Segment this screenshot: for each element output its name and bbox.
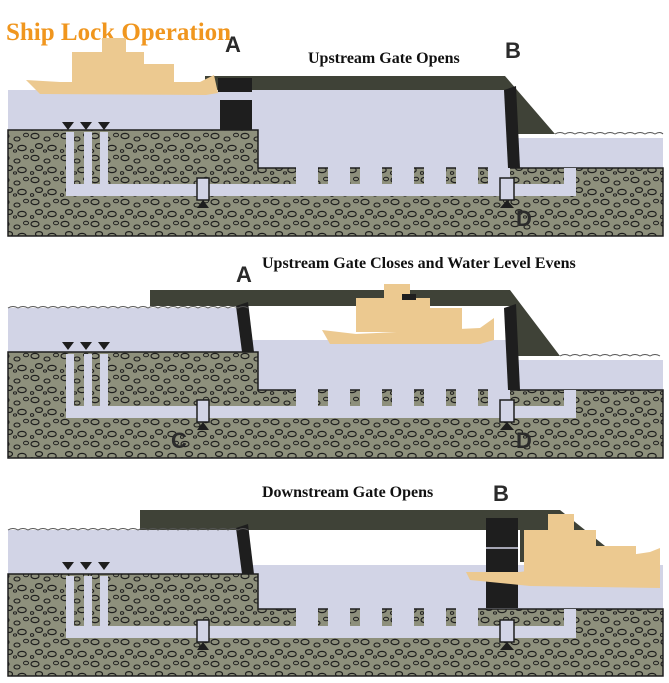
valve-c bbox=[196, 399, 210, 430]
marker-a: A bbox=[236, 262, 252, 287]
lower-water bbox=[512, 138, 663, 168]
upper-water bbox=[8, 90, 512, 168]
lower-water bbox=[512, 360, 663, 390]
intake-pipe bbox=[84, 354, 92, 406]
marker-a: A bbox=[225, 32, 241, 57]
water-ripple bbox=[554, 132, 664, 135]
ship bbox=[26, 38, 218, 95]
panel-caption: Upstream Gate Opens bbox=[308, 50, 460, 67]
marker-d: D bbox=[516, 428, 532, 453]
intake-markers bbox=[62, 342, 110, 350]
culvert bbox=[66, 354, 576, 418]
downstream-gate-b-raised bbox=[486, 518, 518, 608]
upstream-gate-a bbox=[236, 524, 254, 574]
intake-pipe bbox=[100, 354, 108, 406]
panel-downstream-gate-opens: Downstream Gate Opens B bbox=[7, 481, 664, 677]
intake-pipe bbox=[100, 576, 108, 626]
water-ripple bbox=[7, 528, 249, 531]
valve-d bbox=[499, 619, 515, 650]
floor-ports bbox=[296, 385, 510, 406]
panel-caption: Upstream Gate Closes and Water Level Eve… bbox=[262, 255, 576, 272]
downstream-gate-b bbox=[504, 304, 520, 390]
intake-pipe bbox=[100, 132, 108, 184]
upper-water bbox=[8, 530, 248, 574]
upper-water bbox=[8, 308, 248, 352]
intake-pipe bbox=[84, 576, 92, 626]
floor-ports bbox=[296, 604, 478, 626]
floor-ports bbox=[296, 163, 510, 184]
culvert bbox=[66, 132, 576, 196]
marker-b: B bbox=[505, 38, 521, 63]
marker-d: D bbox=[516, 206, 532, 231]
panel-gate-closes-water-evens: Upstream Gate Closes and Water Level Eve… bbox=[7, 255, 664, 459]
berm bbox=[150, 290, 560, 356]
water-ripple bbox=[559, 354, 661, 357]
panel-caption: Downstream Gate Opens bbox=[262, 484, 433, 501]
water-ripple bbox=[7, 306, 249, 309]
intake-pipe bbox=[84, 132, 92, 184]
valve-d bbox=[499, 177, 515, 208]
upstream-gate-a bbox=[236, 302, 254, 352]
valve-c bbox=[196, 619, 210, 650]
chamber-water bbox=[248, 340, 512, 390]
intake-markers bbox=[62, 562, 110, 570]
intake-markers bbox=[62, 122, 110, 130]
downstream-gate-b bbox=[504, 86, 520, 168]
marker-b: B bbox=[493, 481, 509, 506]
upstream-gate-a-body bbox=[220, 100, 252, 130]
valve-d bbox=[499, 399, 515, 430]
ship bbox=[466, 514, 660, 588]
culvert bbox=[66, 576, 576, 638]
marker-c: C bbox=[171, 428, 187, 453]
upstream-gate-a-raised bbox=[218, 78, 252, 92]
ship bbox=[322, 284, 494, 344]
valve-c bbox=[196, 177, 210, 208]
panel-upstream-gate-opens: Upstream Gate Opens A B D bbox=[7, 32, 664, 237]
